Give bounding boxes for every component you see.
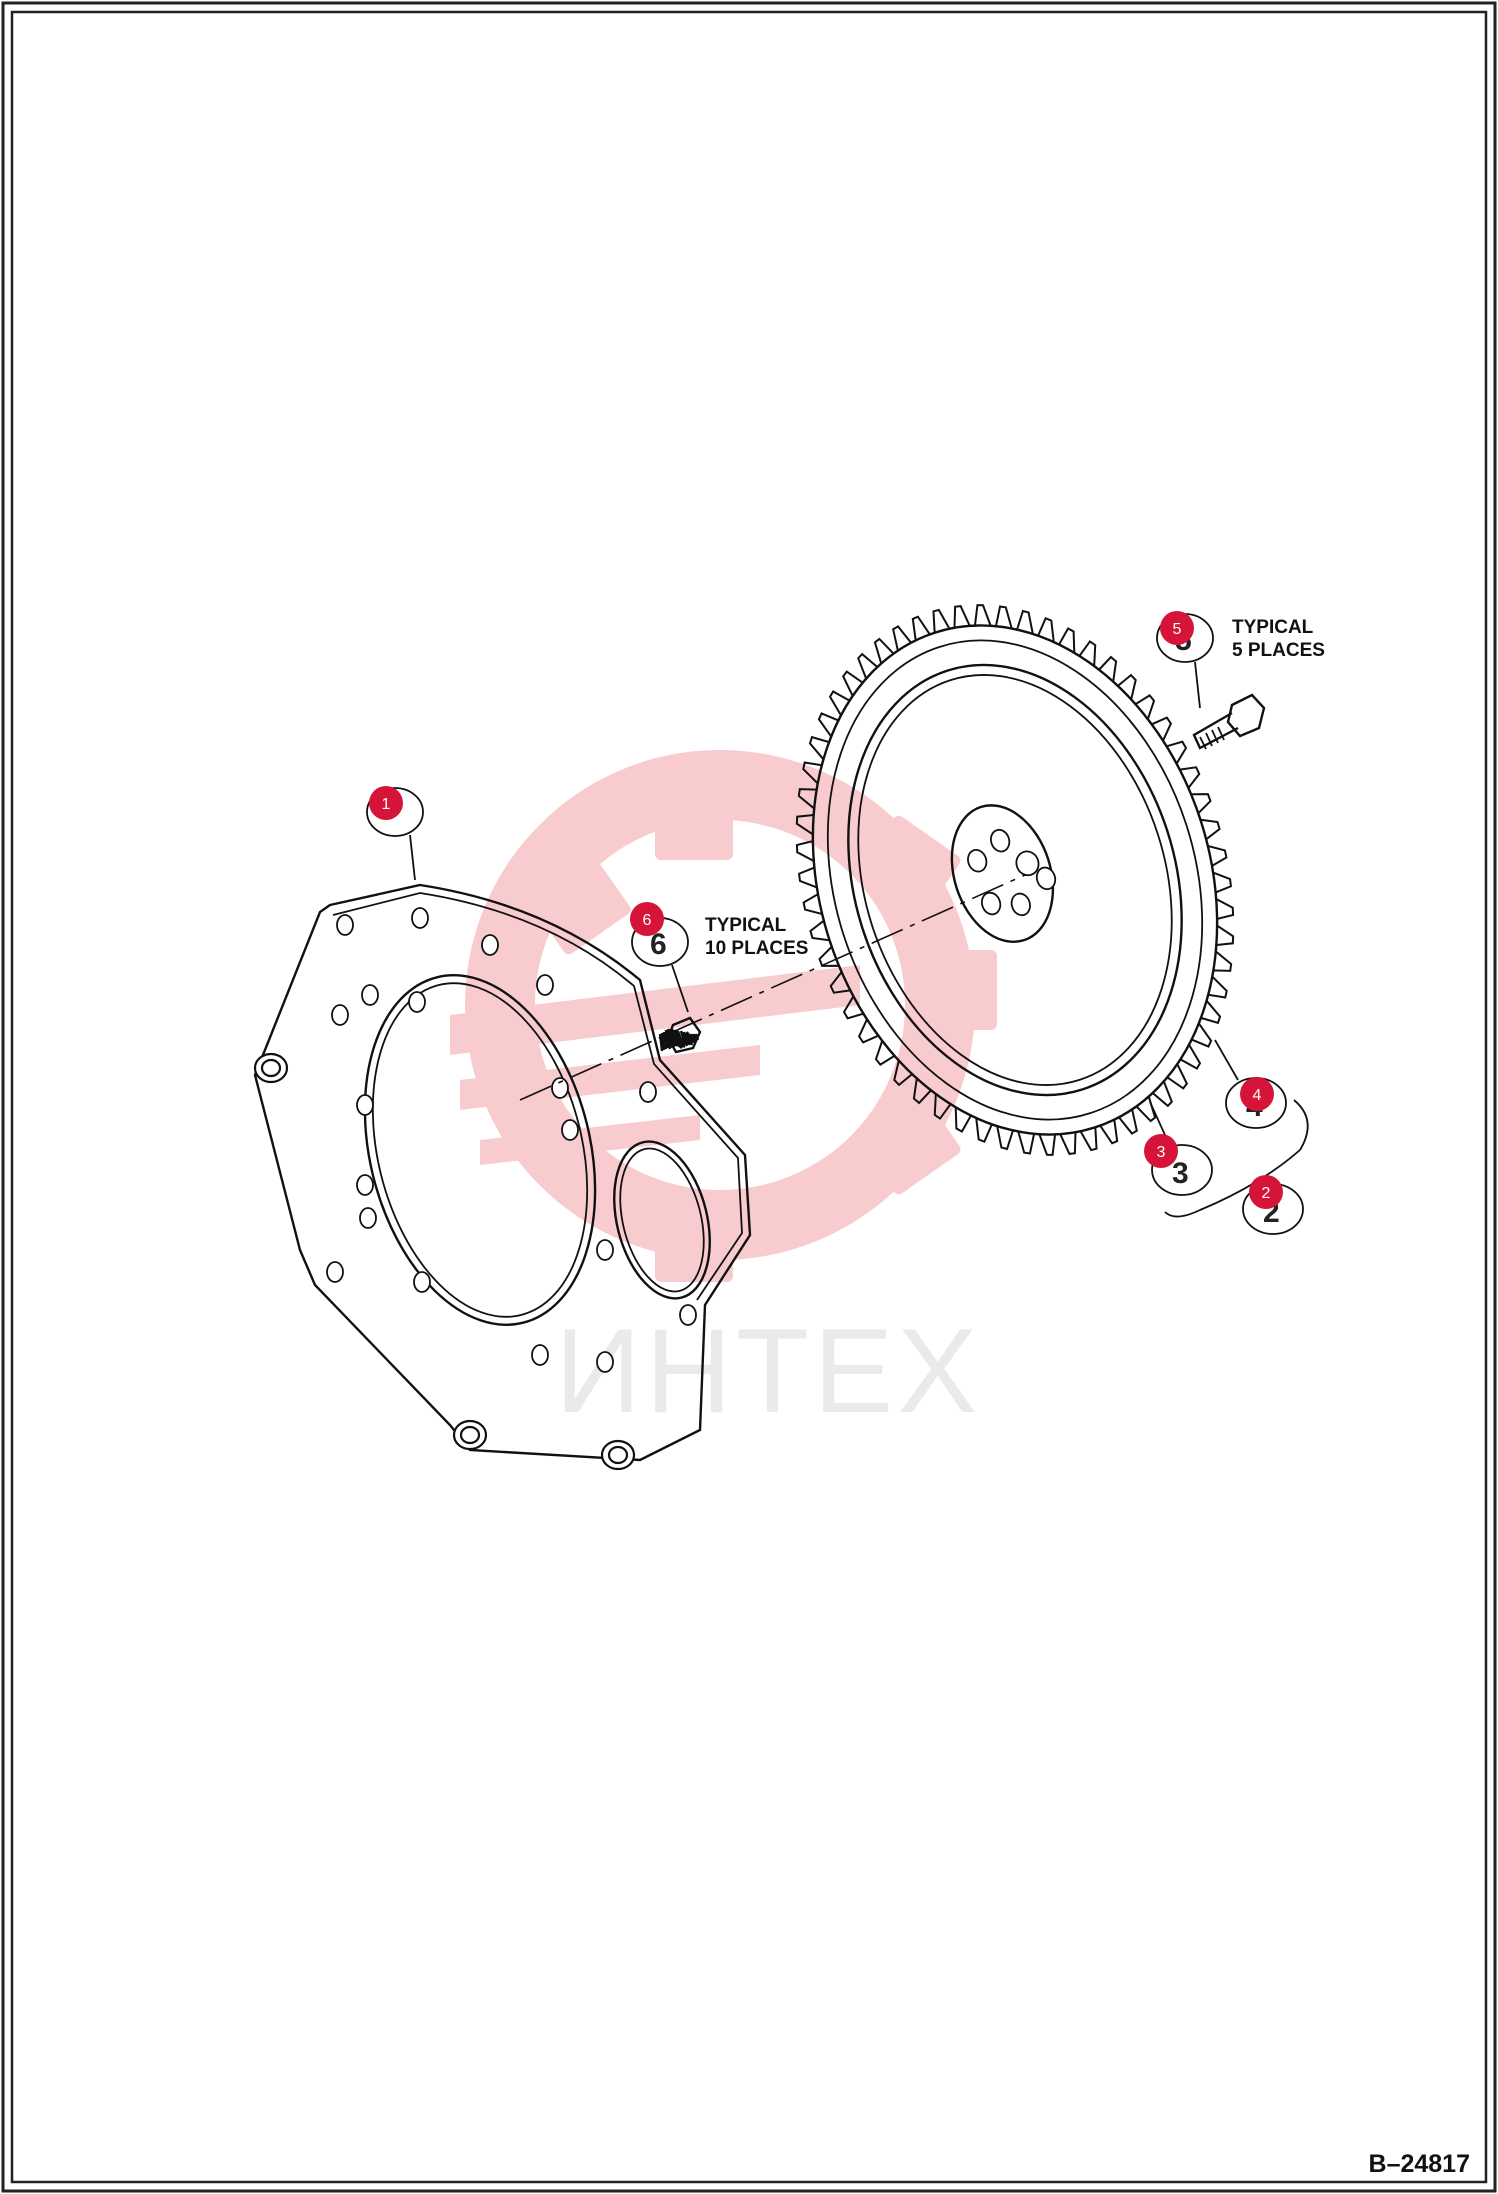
gear-tooth-profile bbox=[795, 604, 1235, 1156]
inner-frame bbox=[10, 10, 1488, 2184]
plate-dowels bbox=[253, 1052, 636, 1471]
flywheel-gear-teeth bbox=[795, 604, 1235, 1156]
callout-3[interactable]: 3 bbox=[1144, 1134, 1178, 1168]
callout-4[interactable]: 4 bbox=[1240, 1077, 1274, 1111]
svg-text:2: 2 bbox=[1262, 1185, 1271, 1202]
callout-1[interactable]: 1 bbox=[369, 786, 403, 820]
bolt-5 bbox=[1192, 693, 1266, 750]
svg-text:3: 3 bbox=[1157, 1144, 1166, 1161]
flywheel-bolt-holes bbox=[967, 828, 1057, 917]
svg-text:TYPICAL: TYPICAL bbox=[1232, 617, 1314, 638]
svg-text:1: 1 bbox=[382, 796, 391, 813]
callout-2[interactable]: 2 bbox=[1249, 1175, 1283, 1209]
svg-text:4: 4 bbox=[1253, 1087, 1262, 1104]
svg-text:5: 5 bbox=[1173, 621, 1182, 638]
drawn-number-6: 6 bbox=[650, 928, 667, 961]
note-bolt-5: TYPICAL 5 PLACES bbox=[1232, 617, 1325, 661]
callout-markers[interactable]: 1 2 3 4 5 6 bbox=[369, 611, 1283, 1209]
svg-text:TYPICAL: TYPICAL bbox=[705, 915, 787, 936]
plate-bolt-holes bbox=[326, 907, 697, 1373]
watermark-text: ИНТЕХ bbox=[555, 1304, 981, 1438]
note-bolt-6: TYPICAL 10 PLACES bbox=[705, 915, 808, 959]
svg-text:6: 6 bbox=[643, 912, 652, 929]
center-axis-line bbox=[519, 874, 1026, 1101]
adapter-plate bbox=[253, 883, 752, 1471]
drawn-number-3: 3 bbox=[1172, 1157, 1189, 1190]
callout-5[interactable]: 5 bbox=[1160, 611, 1194, 645]
callout-6[interactable]: 6 bbox=[630, 902, 664, 936]
svg-text:5 PLACES: 5 PLACES bbox=[1232, 640, 1325, 661]
watermark: ИНТЕХ bbox=[450, 750, 997, 1438]
bolt-6 bbox=[658, 1016, 702, 1054]
svg-text:10 PLACES: 10 PLACES bbox=[705, 938, 808, 959]
flywheel bbox=[795, 604, 1235, 1156]
reference-number: B–24817 bbox=[1369, 2150, 1470, 2178]
